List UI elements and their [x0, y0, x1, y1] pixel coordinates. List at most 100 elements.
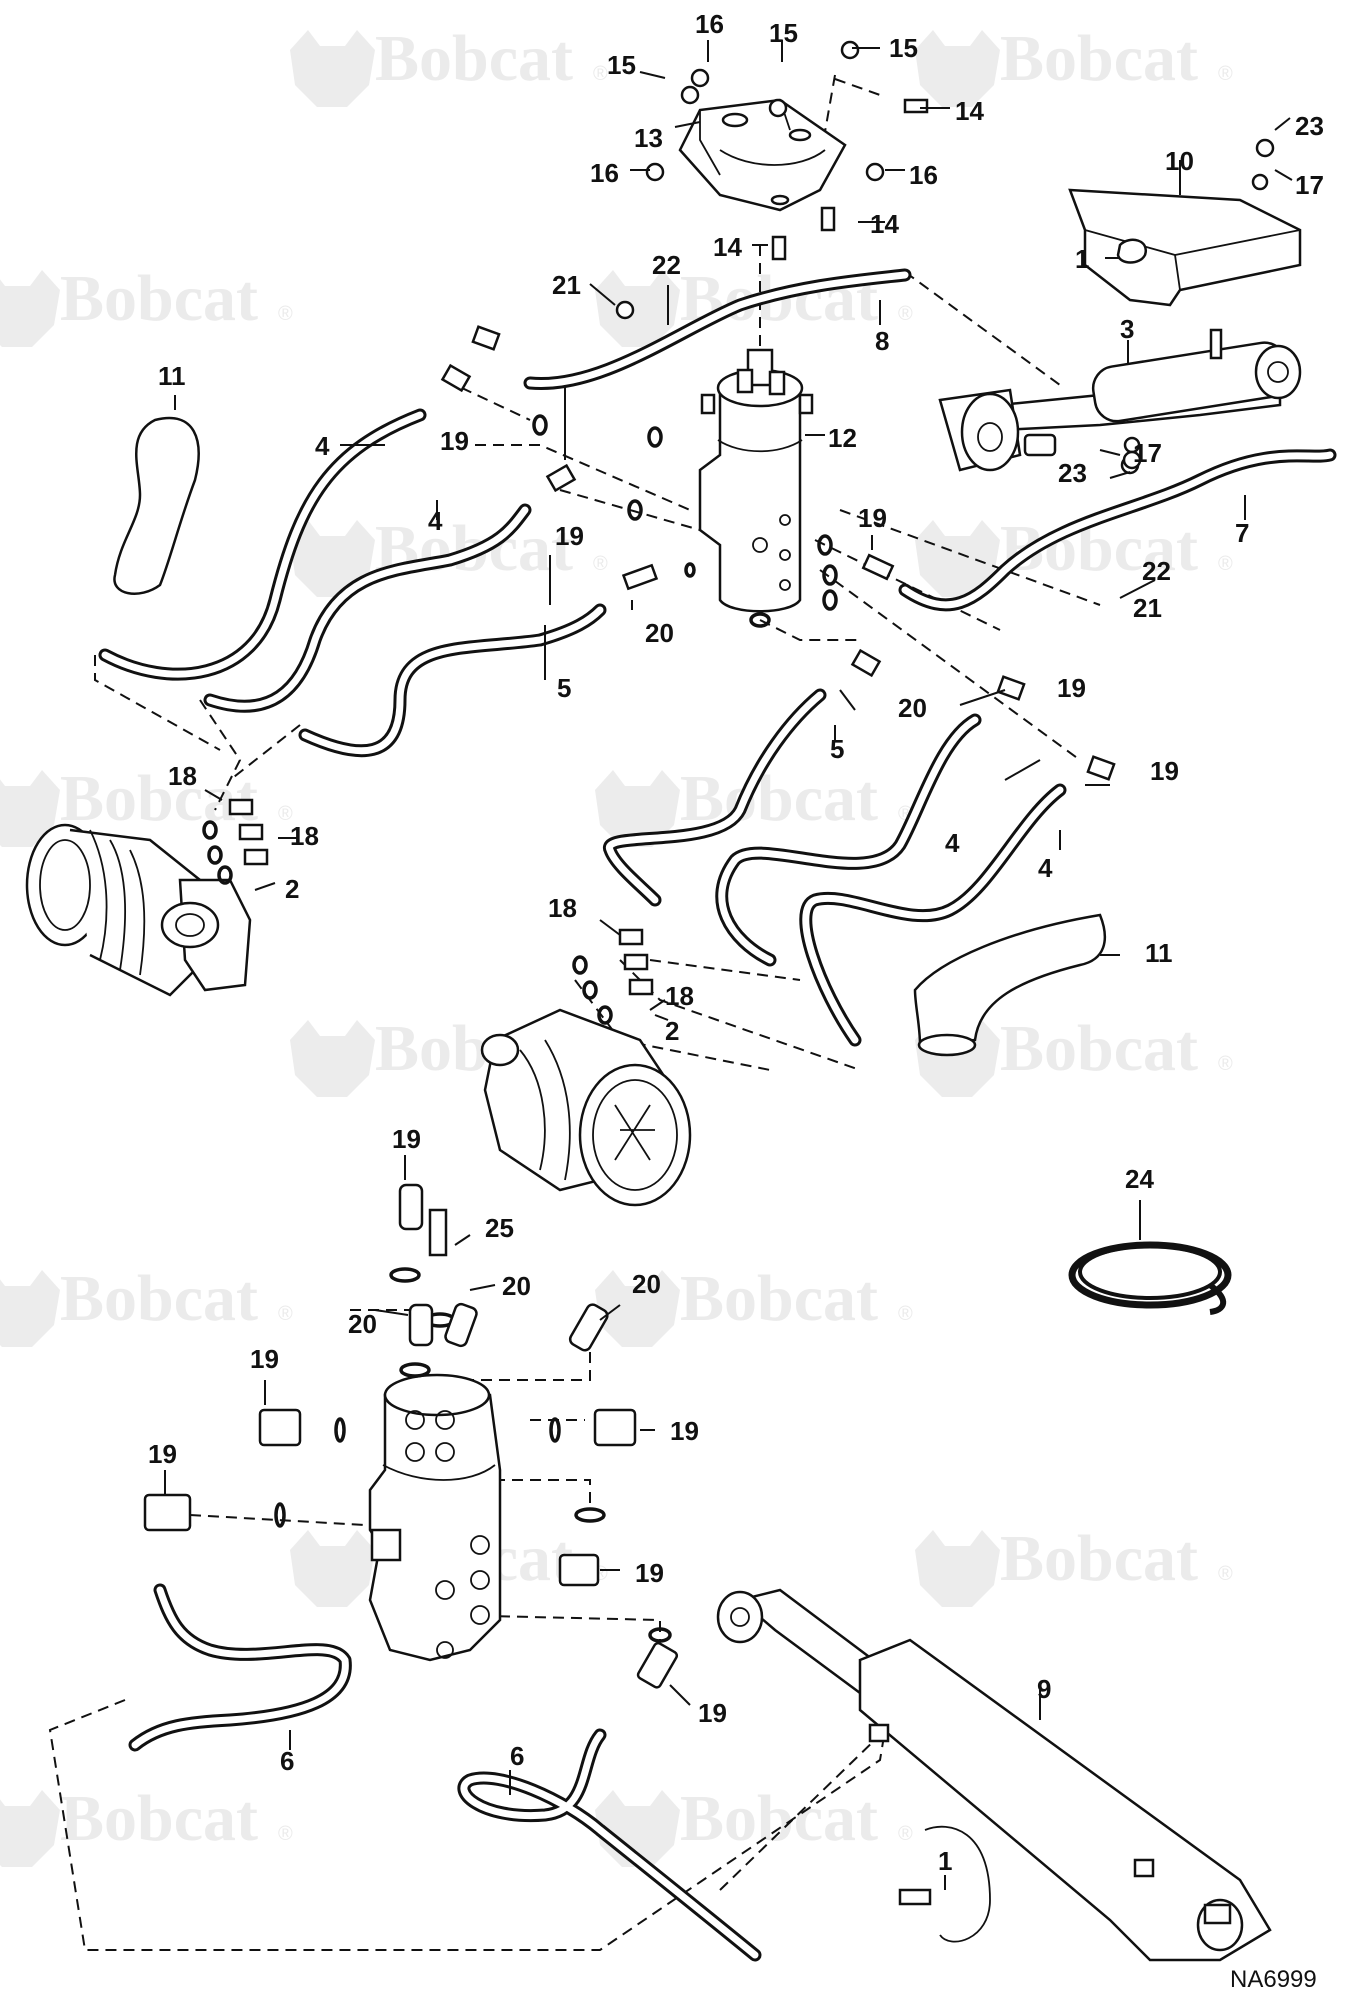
callout-16: 16 — [695, 9, 724, 39]
watermark-text: Bobcat — [60, 1262, 258, 1335]
hose-sleeves — [113, 416, 1107, 1057]
callout-7: 7 — [1235, 518, 1249, 548]
watermark-text: Bobcat — [680, 1782, 878, 1855]
callout-15: 15 — [769, 18, 798, 48]
watermark-logo: Bobcat® — [915, 22, 1233, 107]
callout-17: 17 — [1295, 170, 1324, 200]
callout-10: 10 — [1165, 146, 1194, 176]
watermark-logo-icon — [915, 30, 1000, 107]
callout-5: 5 — [830, 734, 844, 764]
cylinder-lower — [716, 1588, 1272, 1962]
watermark-logo: Bobcat ® — [915, 1522, 1233, 1607]
callout-4: 4 — [428, 506, 443, 536]
watermark-logo-icon — [0, 270, 60, 347]
callout-labels: 16 15 15 15 14 13 16 16 14 14 10 23 17 1… — [148, 9, 1324, 1993]
watermark-logo: Bobcat® — [0, 762, 293, 847]
callout-20: 20 — [645, 618, 674, 648]
watermark-logo: Bobcat ® — [595, 1262, 913, 1347]
watermark-logo: Bobcat® — [0, 262, 293, 347]
callout-3: 3 — [1120, 314, 1134, 344]
swivel-joint-upper — [698, 348, 814, 613]
callout-21: 21 — [552, 270, 581, 300]
watermark-logo: Bobcat® — [290, 22, 608, 107]
callout-16: 16 — [590, 158, 619, 188]
watermark-logo-icon — [915, 520, 1000, 597]
callout-2: 2 — [285, 874, 299, 904]
callout-19: 19 — [635, 1558, 664, 1588]
callout-19: 19 — [148, 1439, 177, 1469]
watermark-logo: Bobcat ® — [595, 1782, 913, 1867]
callout-8: 8 — [875, 326, 889, 356]
watermark-text: Bobcat — [680, 1262, 878, 1335]
callout-22: 22 — [1142, 556, 1171, 586]
watermark-text: Bobcat — [60, 262, 258, 335]
callout-19: 19 — [1057, 673, 1086, 703]
callout-20: 20 — [348, 1309, 377, 1339]
watermark-registered-mark: ® — [1218, 1563, 1233, 1585]
watermark-text: Bobcat — [1000, 1522, 1198, 1595]
callout-5: 5 — [557, 673, 571, 703]
watermark-registered-mark: ® — [1218, 553, 1233, 575]
watermark-registered-mark: ® — [898, 1303, 913, 1325]
callout-19: 19 — [555, 521, 584, 551]
callout-19: 19 — [392, 1124, 421, 1154]
callout-24: 24 — [1125, 1164, 1154, 1194]
clamp-hardware — [898, 238, 1148, 1943]
callout-19: 19 — [858, 503, 887, 533]
watermark-registered-mark: ® — [593, 553, 608, 575]
callout-13: 13 — [634, 123, 663, 153]
callout-14: 14 — [713, 232, 742, 262]
callout-11: 11 — [158, 361, 186, 391]
callout-18: 18 — [665, 981, 694, 1011]
callout-15: 15 — [607, 50, 636, 80]
watermark-registered-mark: ® — [898, 303, 913, 325]
callout-19: 19 — [698, 1698, 727, 1728]
callout-1: 1 — [938, 1846, 952, 1876]
mounting-bracket — [678, 98, 847, 212]
watermark-registered-mark: ® — [1218, 63, 1233, 85]
callout-15: 15 — [889, 33, 918, 63]
watermark-text: Bobcat — [60, 1782, 258, 1855]
callout-16: 16 — [909, 160, 938, 190]
watermark-logo-icon — [290, 520, 375, 597]
cylinder-upper — [938, 188, 1302, 472]
swivel-joint-lower — [368, 1373, 502, 1662]
watermark-registered-mark: ® — [278, 1303, 293, 1325]
callout-14: 14 — [955, 96, 984, 126]
fittings — [143, 40, 1275, 1689]
watermark-text: Bobcat — [60, 762, 258, 835]
callout-18: 18 — [290, 821, 319, 851]
watermark-logo-icon — [915, 1530, 1000, 1607]
o-rings — [202, 414, 838, 1643]
callout-19: 19 — [250, 1344, 279, 1374]
callout-17: 17 — [1133, 438, 1162, 468]
watermark-registered-mark: ® — [1218, 1053, 1233, 1075]
travel-motor-left — [25, 823, 252, 997]
callout-6: 6 — [510, 1741, 524, 1771]
watermark-logo-icon — [595, 270, 680, 347]
callout-11: 11 — [1145, 938, 1173, 968]
watermark-logo-icon — [595, 1270, 680, 1347]
callout-4: 4 — [315, 431, 330, 461]
watermark-logo-icon — [0, 770, 60, 847]
watermark-logo-icon — [290, 1530, 375, 1607]
callout-12: 12 — [828, 423, 857, 453]
callout-20: 20 — [632, 1269, 661, 1299]
watermark-text: Bobcat — [375, 22, 573, 95]
watermark-registered-mark: ® — [898, 1823, 913, 1845]
callout-4: 4 — [1038, 853, 1053, 883]
watermark-registered-mark: ® — [278, 1823, 293, 1845]
callout-2: 2 — [665, 1016, 679, 1046]
watermark-logo-icon — [0, 1790, 60, 1867]
watermark-logo-icon — [0, 1270, 60, 1347]
callout-4: 4 — [945, 828, 960, 858]
callout-19: 19 — [670, 1416, 699, 1446]
callout-22: 22 — [652, 250, 681, 280]
watermark-logo-icon — [290, 1020, 375, 1097]
leader-lines — [164, 40, 1293, 1890]
callout-25: 25 — [485, 1213, 514, 1243]
watermark-logo: Bobcat ® — [0, 1782, 293, 1867]
callout-21: 21 — [1133, 593, 1162, 623]
callout-18: 18 — [168, 761, 197, 791]
